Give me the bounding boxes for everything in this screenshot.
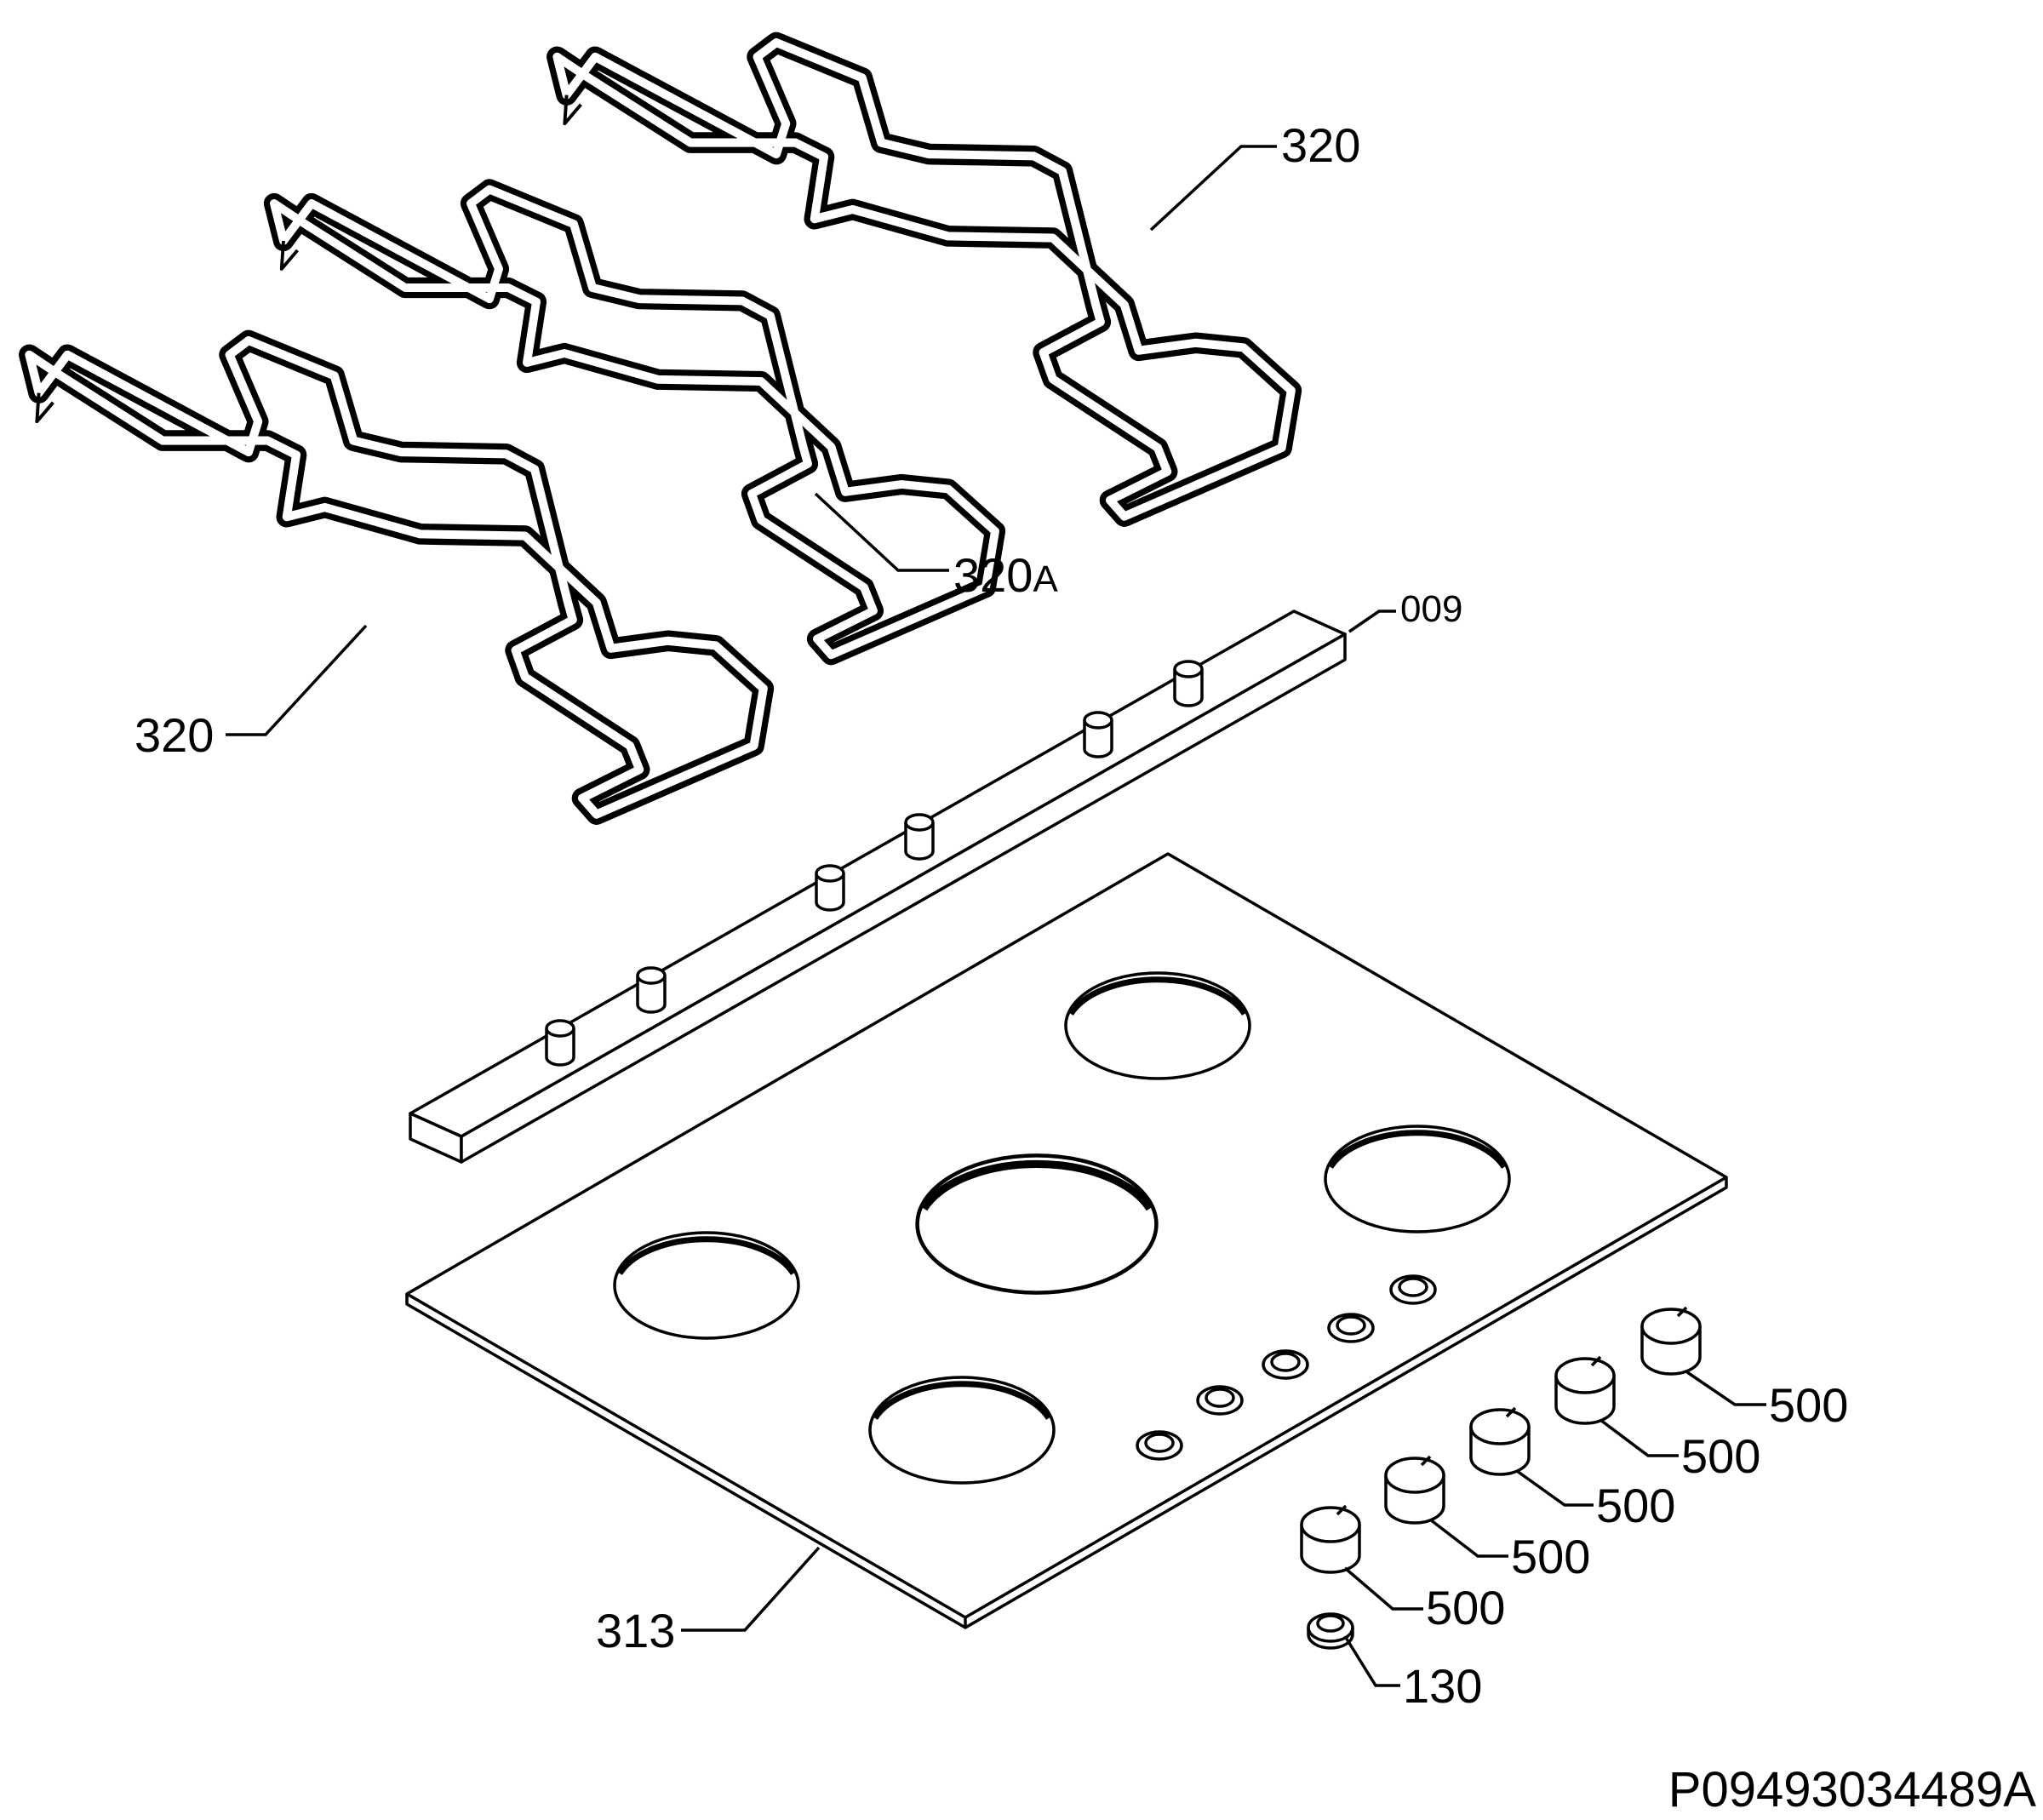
- label-knob-2: 500: [1511, 1530, 1590, 1583]
- pan-support-middle: [274, 190, 995, 655]
- label-knob-4: 500: [1681, 1429, 1760, 1483]
- hob-top-plate: [405, 852, 1728, 1629]
- label-knob-3: 500: [1596, 1479, 1675, 1532]
- label-pan-support-left: 320: [134, 708, 214, 762]
- label-seal-strip: 009: [1400, 588, 1462, 630]
- label-pan-support-middle: 320A: [953, 548, 1058, 602]
- spark-button: [1307, 1612, 1354, 1650]
- label-pan-support-middle-suffix: A: [1033, 558, 1058, 600]
- label-pan-support-middle-number: 320: [953, 548, 1033, 602]
- label-hob-top: 313: [596, 1604, 675, 1657]
- label-spark-button: 130: [1403, 1659, 1482, 1713]
- label-knob-1: 500: [1426, 1581, 1505, 1634]
- leader-lines: [226, 145, 1766, 1687]
- pan-support-top-right: [557, 43, 1290, 517]
- drawing-code: P09493034489A: [1668, 1762, 2037, 1817]
- label-pan-support-top-right: 320: [1281, 118, 1360, 172]
- label-knob-5: 500: [1769, 1378, 1848, 1432]
